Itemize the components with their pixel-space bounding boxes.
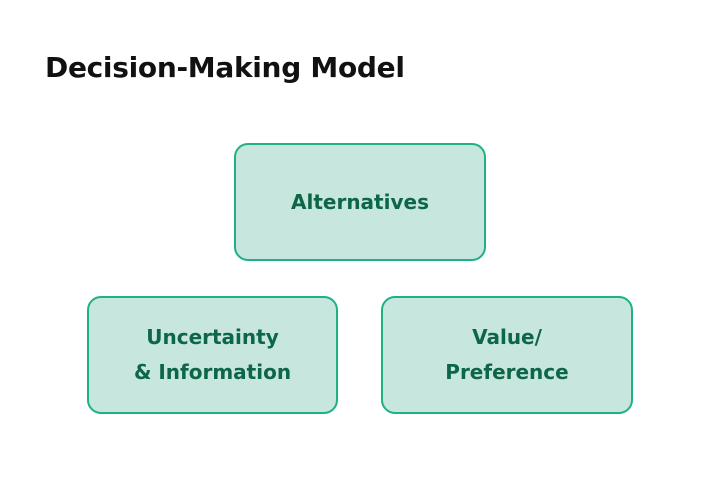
node-uncertainty-information: Uncertainty & Information [87, 296, 338, 414]
node-uncertainty-information-label: Uncertainty & Information [133, 325, 292, 384]
node-value-preference-label: Value/ Preference [445, 325, 569, 384]
diagram-title: Decision-Making Model [45, 51, 405, 84]
node-alternatives-label: Alternatives [291, 189, 429, 214]
node-value-preference: Value/ Preference [381, 296, 633, 414]
node-alternatives: Alternatives [234, 143, 486, 261]
